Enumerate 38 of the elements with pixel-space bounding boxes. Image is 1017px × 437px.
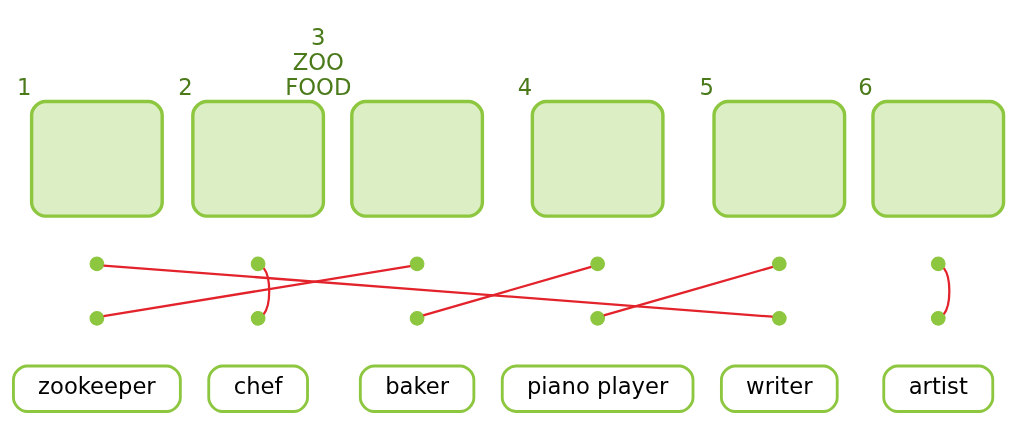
node-circle — [89, 310, 105, 326]
connector — [603, 265, 774, 317]
node-label: 6 — [858, 73, 873, 100]
node-box — [530, 99, 665, 218]
node-circle — [590, 255, 606, 271]
node-box: chef — [207, 364, 309, 413]
node-box: baker — [358, 364, 476, 413]
node-circle — [771, 310, 787, 326]
node-box — [191, 99, 326, 218]
node-circle — [409, 255, 425, 271]
node-circle — [409, 310, 425, 326]
node-box: writer — [720, 364, 839, 413]
connector — [422, 265, 592, 317]
connector — [262, 267, 271, 315]
node-box — [712, 99, 847, 218]
connector — [942, 267, 951, 315]
node-circle — [89, 255, 105, 271]
connector — [103, 263, 773, 318]
node-label: 5 — [699, 73, 714, 100]
node-circle — [930, 310, 946, 326]
node-label: ZOO — [292, 48, 344, 75]
node-label: 2 — [178, 73, 193, 100]
node-label: 4 — [517, 73, 533, 100]
node-label: 3 — [311, 23, 326, 50]
node-box — [350, 99, 485, 218]
node-box: artist — [882, 364, 995, 413]
node-circle — [930, 255, 946, 271]
node-circle — [250, 310, 266, 326]
node-box: zookeeper — [12, 364, 182, 413]
node-label: 1 — [17, 73, 32, 100]
node-box — [29, 99, 164, 218]
node-circle — [771, 255, 787, 271]
node-box — [871, 99, 1006, 218]
node-box: piano player — [500, 364, 695, 413]
node-circle — [590, 310, 606, 326]
node-circle — [250, 255, 266, 271]
connector — [103, 264, 411, 317]
node-label: FOOD — [285, 73, 352, 100]
